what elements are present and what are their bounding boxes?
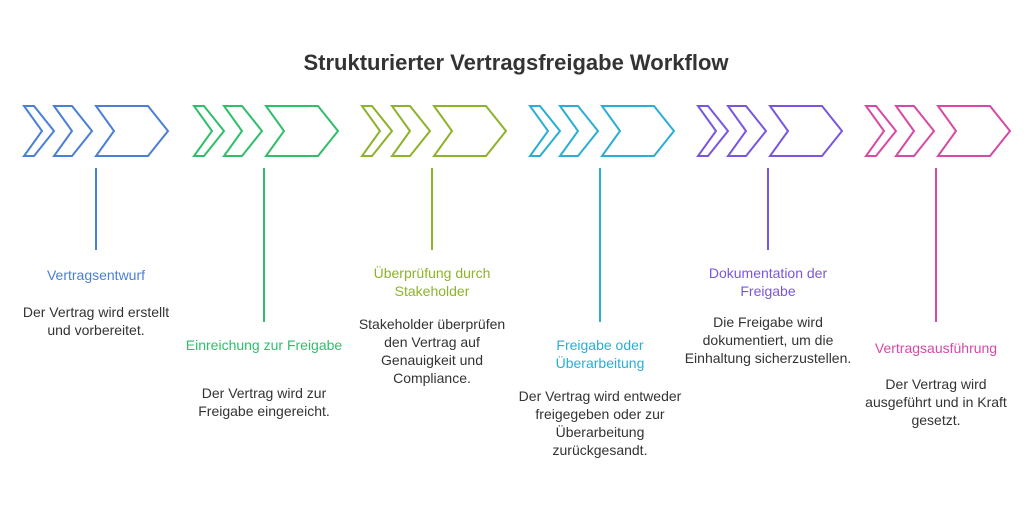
step-4-chevrons-icon: [528, 105, 676, 157]
step-3-description: Stakeholder überprüfen den Vertrag auf G…: [358, 316, 506, 386]
step-2-chevrons-icon: [192, 105, 340, 157]
step-4-description: Der Vertrag wird entweder freigegeben od…: [518, 388, 682, 458]
step-1-heading: Vertragsentwurf: [46, 267, 146, 283]
step-6-chevrons-icon: [864, 105, 1012, 157]
step-1-chevrons-icon: [22, 105, 170, 157]
step-6-description: Der Vertrag wird ausgeführt und in Kraft…: [865, 376, 1007, 428]
step-4-heading: Freigabe oder Überarbeitung: [555, 337, 645, 371]
step-5-heading: Dokumentation der Freigabe: [708, 265, 828, 299]
step-1-description: Der Vertrag wird erstellt und vorbereite…: [22, 304, 170, 338]
step-2-heading: Einreichung zur Freigabe: [185, 337, 343, 353]
step-6-heading: Vertragsausführung: [874, 340, 998, 356]
diagram-title: Strukturierter Vertragsfreigabe Workflow: [303, 50, 729, 75]
step-5-chevrons-icon: [696, 105, 844, 157]
step-5-description: Die Freigabe wird dokumentiert, um die E…: [684, 314, 852, 366]
step-2-description: Der Vertrag wird zur Freigabe eingereich…: [198, 385, 330, 419]
step-3-heading: Überprüfung durch Stakeholder: [373, 265, 491, 299]
step-3-chevrons-icon: [360, 105, 508, 157]
